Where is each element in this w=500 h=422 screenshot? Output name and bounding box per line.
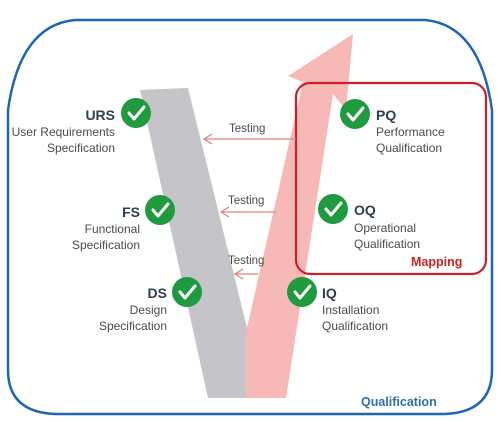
testing-arrow-fs-oq: Testing: [219, 195, 276, 218]
qual-abbr: IQ: [322, 285, 337, 301]
qualification-frame: [6, 18, 494, 416]
testing-arrow-urs-pq: Testing: [202, 123, 296, 145]
spec-fs: FS Functional Specification: [72, 193, 177, 252]
checkmark-icon: [316, 192, 350, 226]
qual-desc-line2: Qualification: [376, 141, 442, 155]
mapping-title: Mapping: [411, 255, 462, 269]
testing-label: Testing: [229, 123, 265, 135]
frame-title: Qualification: [361, 395, 437, 409]
spec-abbr: URS: [85, 107, 115, 123]
spec-desc-line1: Design: [130, 303, 167, 317]
spec-desc-line1: User Requirements: [12, 125, 115, 139]
qual-desc-line1: Operational: [354, 221, 416, 235]
spec-urs: URS User Requirements Specification: [12, 96, 153, 155]
checkmark-icon: [285, 275, 319, 309]
spec-desc-line1: Functional: [85, 222, 140, 236]
testing-label: Testing: [228, 255, 264, 267]
spec-desc-line2: Specification: [99, 319, 167, 333]
qual-desc-line2: Qualification: [354, 237, 420, 251]
qual-desc-line1: Performance: [376, 125, 445, 139]
testing-label: Testing: [228, 195, 264, 207]
spec-abbr: FS: [122, 204, 140, 220]
spec-ds: DS Design Specification: [99, 275, 204, 333]
qual-desc-line2: Qualification: [322, 319, 388, 333]
specification-arm: [140, 88, 248, 398]
qual-oq: OQ Operational Qualification: [316, 192, 420, 251]
qual-abbr: PQ: [376, 107, 396, 123]
mapping-box: [294, 81, 488, 276]
spec-abbr: DS: [148, 285, 167, 301]
qual-abbr: OQ: [354, 202, 376, 218]
spec-desc-line2: Specification: [47, 141, 115, 155]
qual-desc-line1: Installation: [322, 303, 379, 317]
qual-pq: PQ Performance Qualification: [338, 97, 445, 155]
testing-arrow-ds-iq: Testing: [228, 255, 264, 280]
checkmark-icon: [338, 97, 372, 131]
checkmark-icon: [119, 96, 153, 130]
checkmark-icon: [143, 193, 177, 227]
spec-desc-line2: Specification: [72, 238, 140, 252]
qualification-arm: [246, 34, 353, 398]
checkmark-icon: [170, 275, 204, 309]
qual-iq: IQ Installation Qualification: [285, 275, 388, 333]
